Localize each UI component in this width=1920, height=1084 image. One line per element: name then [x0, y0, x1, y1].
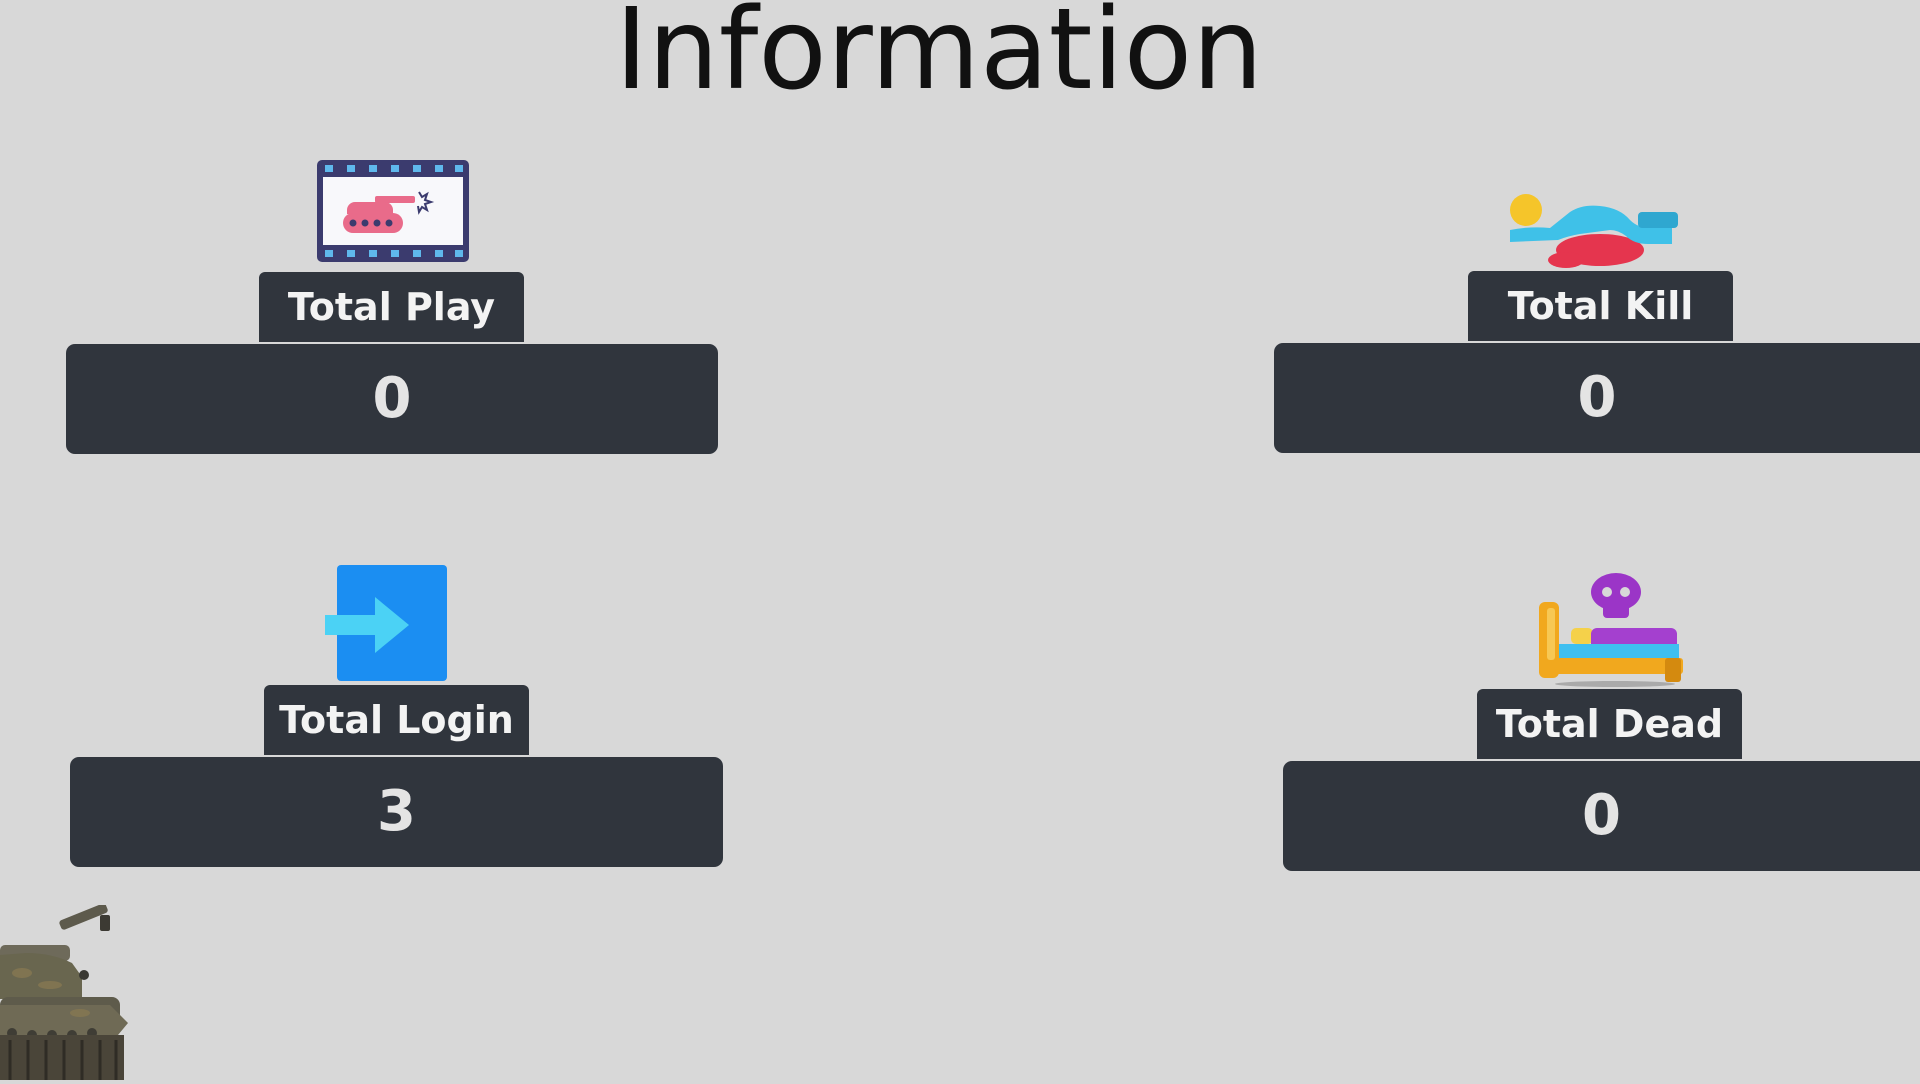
- fallen-body-icon: [1500, 190, 1680, 274]
- page-title: Information: [614, 0, 1264, 115]
- stat-value-total-login: 3: [70, 757, 723, 867]
- stat-label-total-kill: Total Kill: [1468, 271, 1733, 341]
- stat-value-total-play: 0: [66, 344, 718, 454]
- stat-label-total-login: Total Login: [264, 685, 529, 755]
- skull-bed-icon: [1535, 572, 1685, 691]
- stat-label-total-play: Total Play: [259, 272, 524, 342]
- tank-image: [0, 903, 132, 1084]
- stat-value-total-kill: 0: [1274, 343, 1920, 453]
- stat-value-total-dead: 0: [1283, 761, 1920, 871]
- film-tank-icon: [315, 158, 471, 268]
- stat-label-total-dead: Total Dead: [1477, 689, 1742, 759]
- login-arrow-icon: [325, 563, 450, 687]
